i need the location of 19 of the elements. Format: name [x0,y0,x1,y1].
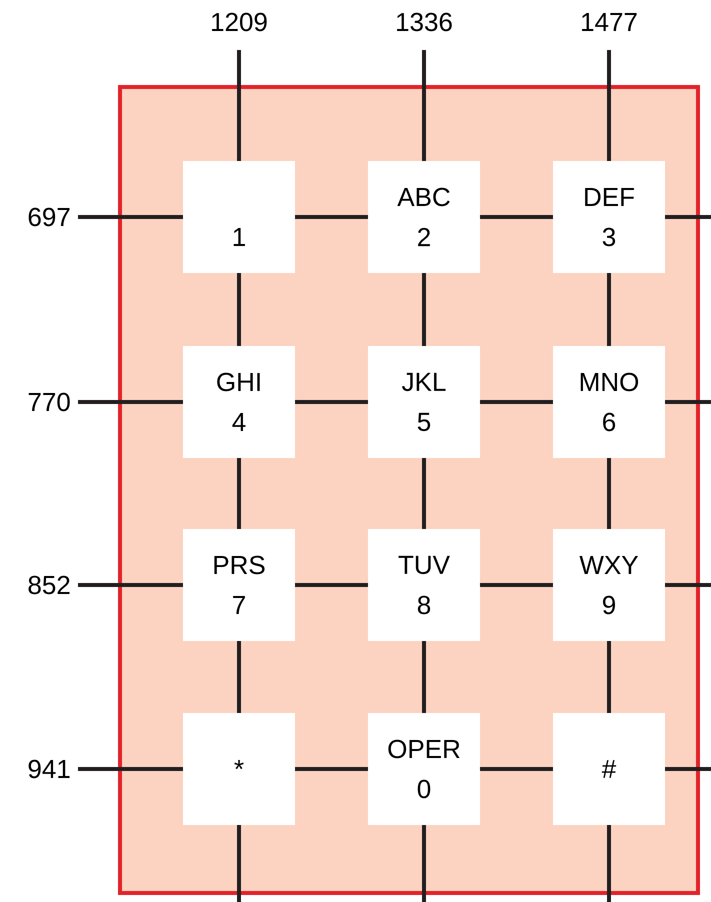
frequency-label: 1209 [212,12,267,32]
frequency-label: 1336 [397,12,452,32]
frequency-label: 770 [28,392,70,412]
keypad-key: JKL 5 [368,346,480,458]
keypad-key: OPER 0 [368,713,480,825]
keypad-key: * [183,713,295,825]
keypad-key: WXY 9 [553,529,665,641]
keypad-key: MNO 6 [553,346,665,458]
keypad-key: TUV 8 [368,529,480,641]
keypad-key: DEF 3 [553,161,665,273]
keypad-key: 1 [183,161,295,273]
keypad-key: # [553,713,665,825]
keypad-key: PRS 7 [183,529,295,641]
keypad-key: GHI 4 [183,346,295,458]
frequency-label: 697 [28,208,70,226]
frequency-label: 1477 [582,13,637,31]
frequency-label: 852 [28,576,70,594]
frequency-label: 941 [28,760,70,778]
keypad-key: ABC 2 [368,161,480,273]
